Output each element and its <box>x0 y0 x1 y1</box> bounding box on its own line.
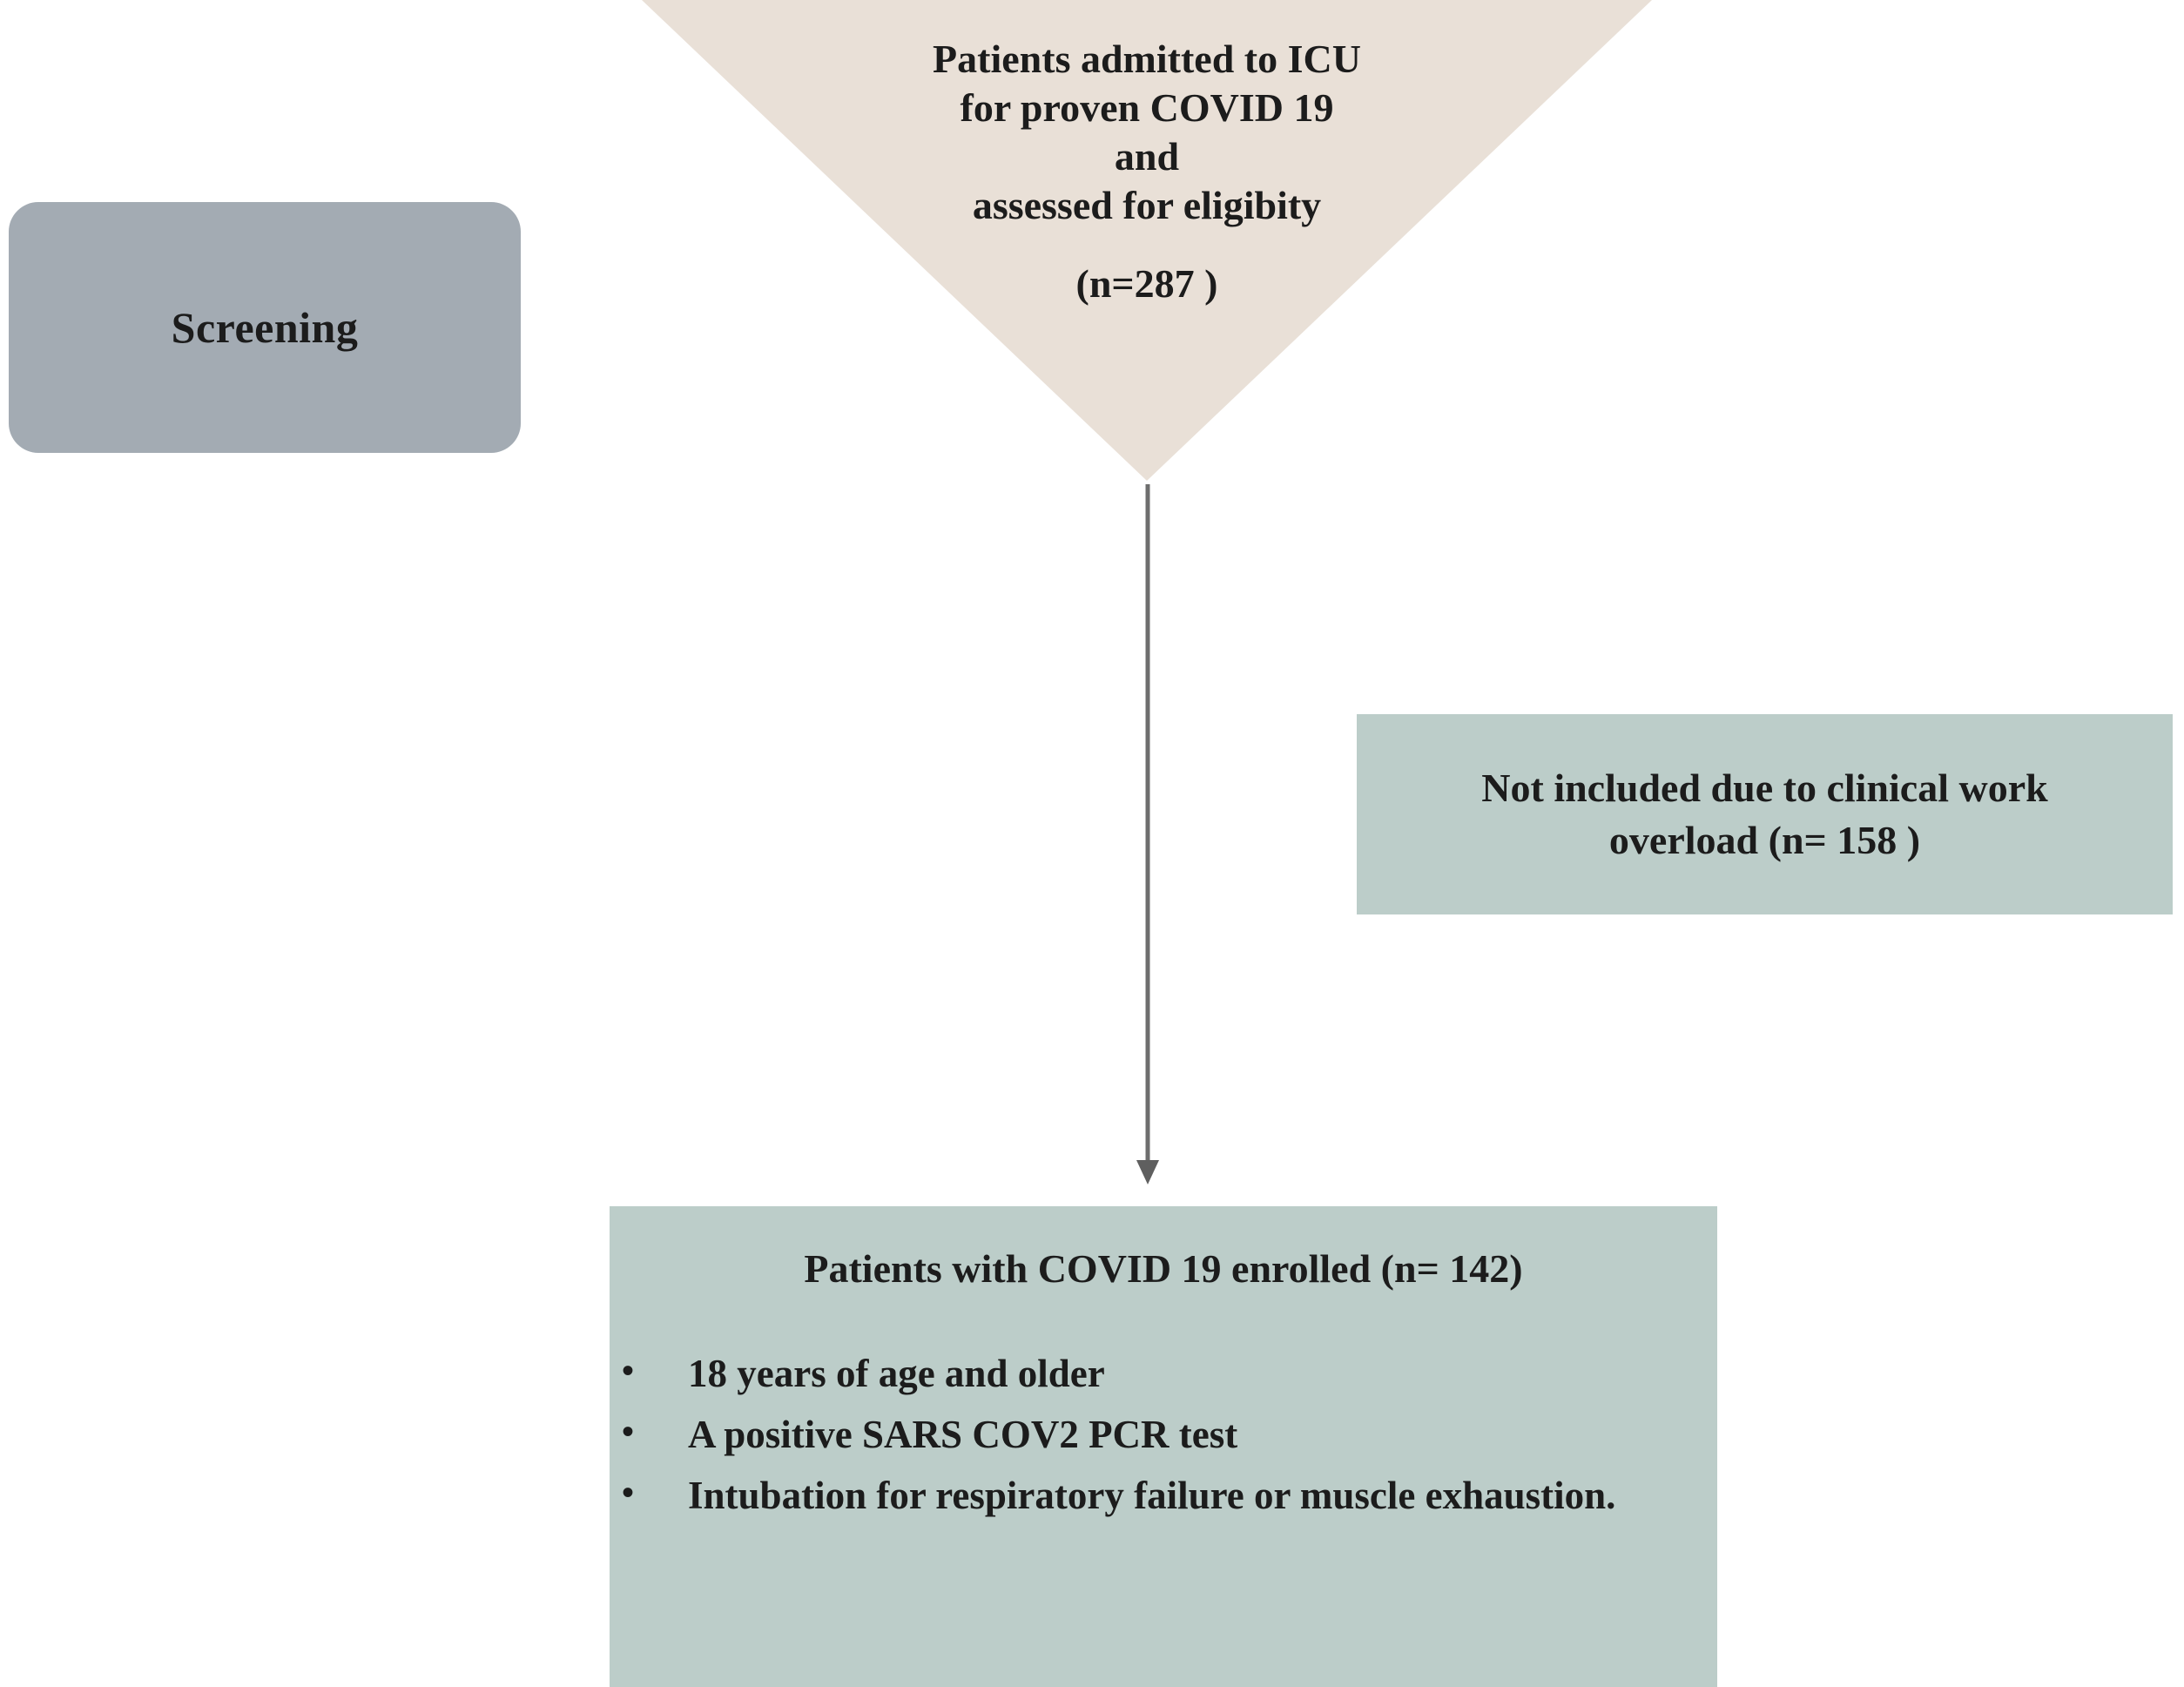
inclusion-criteria-list: • 18 years of age and older • A positive… <box>610 1346 1717 1524</box>
funnel-line-4: assessed for eligibity <box>972 183 1322 228</box>
funnel-line-2: for proven COVID 19 <box>960 85 1334 131</box>
enrolled-patients-box: Patients with COVID 19 enrolled (n= 142)… <box>610 1206 1717 1687</box>
criterion-text: Intubation for respiratory failure or mu… <box>688 1473 1616 1517</box>
bullet-icon: • <box>622 1412 635 1452</box>
funnel-line-3: and <box>1114 134 1180 179</box>
funnel-text-block: Patients admitted to ICU for proven COVI… <box>642 35 1652 309</box>
funnel-count-label: (n=287 ) <box>1075 261 1218 307</box>
screening-stage-box: Screening <box>9 202 521 453</box>
list-item: • Intubation for respiratory failure or … <box>610 1468 1665 1524</box>
screening-stage-label: Screening <box>171 303 359 352</box>
list-item: • 18 years of age and older <box>610 1346 1665 1402</box>
excluded-patients-box: Not included due to clinical work overlo… <box>1357 714 2173 914</box>
flow-connector-arrow <box>1132 484 1163 1186</box>
enrolled-patients-title: Patients with COVID 19 enrolled (n= 142) <box>804 1246 1523 1291</box>
bullet-icon: • <box>622 1472 635 1512</box>
excluded-patients-text: Not included due to clinical work overlo… <box>1481 766 2048 862</box>
bullet-icon: • <box>622 1351 635 1391</box>
assessment-funnel: Patients admitted to ICU for proven COVI… <box>642 0 1652 481</box>
criterion-text: A positive SARS COV2 PCR test <box>688 1413 1238 1457</box>
list-item: • A positive SARS COV2 PCR test <box>610 1407 1665 1463</box>
funnel-line-1: Patients admitted to ICU <box>933 37 1361 81</box>
criterion-text: 18 years of age and older <box>688 1352 1105 1396</box>
